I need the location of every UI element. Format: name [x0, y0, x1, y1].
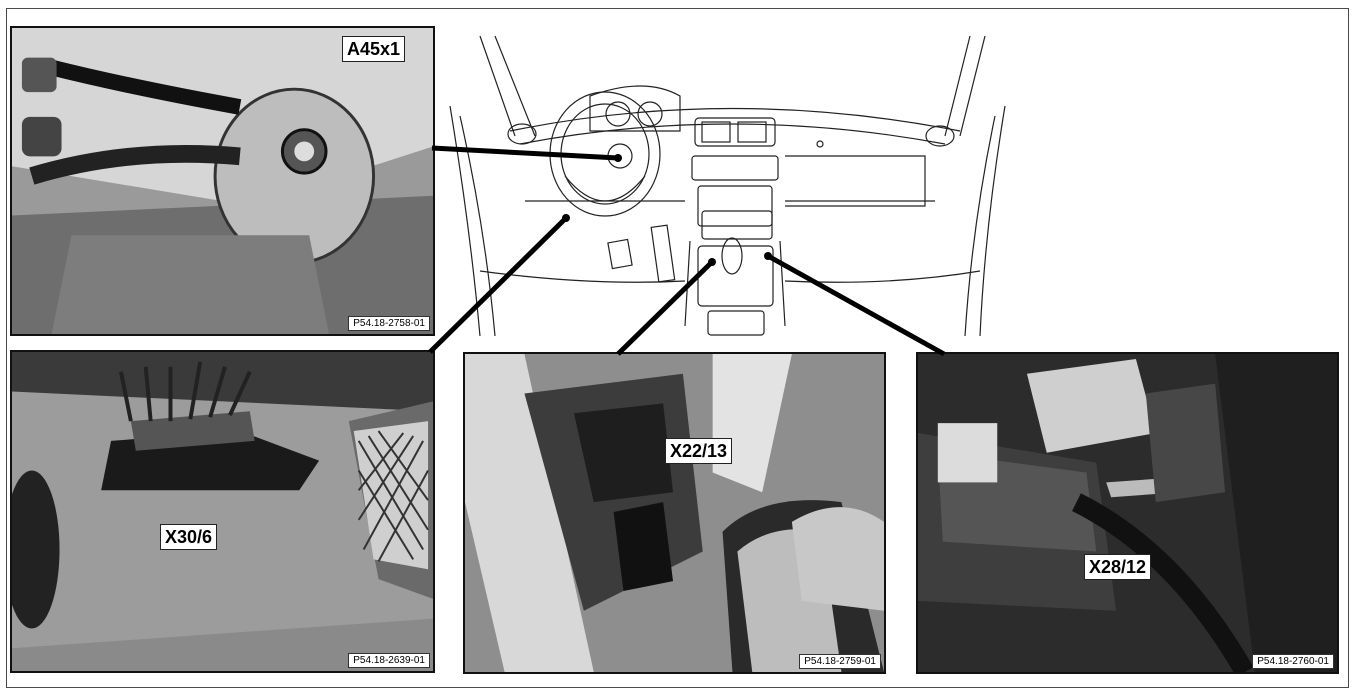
component-label-x28-12: X28/12 [1084, 554, 1152, 580]
component-label-x30-6: X30/6 [160, 524, 218, 550]
photo-reference-number: P54.18-2759-01 [799, 654, 881, 669]
steering-column-photo: A45x1 P54.18-2758-01 [10, 26, 435, 336]
right-footwell-photo: X28/12 P54.18-2760-01 [916, 352, 1339, 674]
dashboard-overview-drawing [449, 35, 1006, 337]
figure-frame [6, 8, 1349, 688]
photo-reference-number: P54.18-2639-01 [348, 653, 430, 668]
component-label-a45x1: A45x1 [342, 36, 406, 62]
photo-reference-number: P54.18-2760-01 [1252, 654, 1334, 669]
photo-reference-number: P54.18-2758-01 [348, 316, 430, 331]
pedal-area-photo: X30/6 P54.18-2639-01 [10, 350, 435, 673]
center-console-photo: X22/13 P54.18-2759-01 [463, 352, 886, 674]
component-label-x22-13: X22/13 [665, 438, 733, 464]
